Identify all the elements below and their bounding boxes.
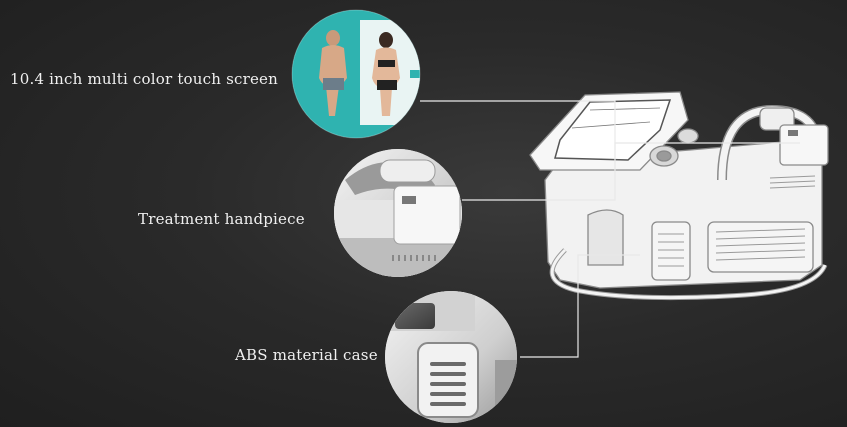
- case-detail-thumbnail: [385, 291, 517, 423]
- leader-handpiece: [462, 142, 800, 201]
- device-illustration: [529, 91, 829, 301]
- leader-case: [520, 254, 640, 358]
- label-treatment-handpiece: Treatment handpiece: [138, 210, 305, 228]
- label-touch-screen: 10.4 inch multi color touch screen: [10, 70, 278, 88]
- label-abs-case: ABS material case: [235, 346, 378, 364]
- leader-lines: [420, 100, 800, 358]
- screen-detail-thumbnail: [291, 9, 421, 139]
- leader-screen: [420, 100, 616, 150]
- handpiece-detail-thumbnail: [334, 149, 462, 277]
